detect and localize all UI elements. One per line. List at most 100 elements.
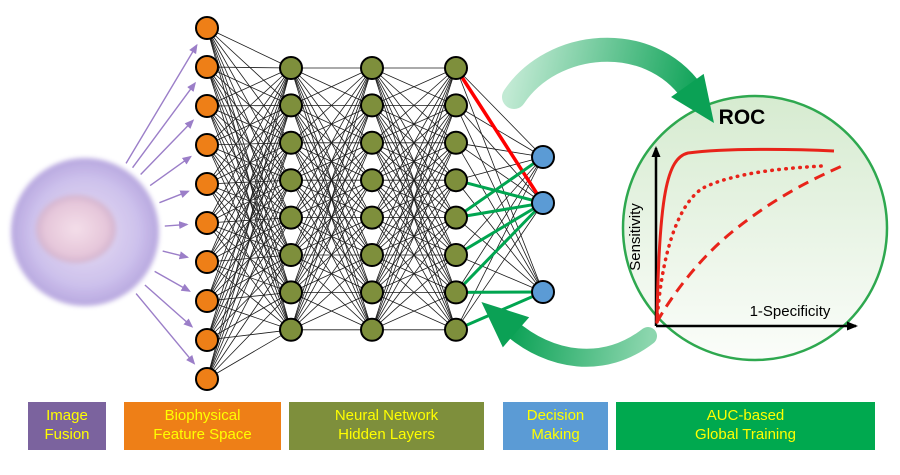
network-edge [455,67,544,293]
network-edges [206,27,544,380]
hidden-3-node [444,168,468,193]
network-edge [455,105,544,204]
hidden-1-layer-nodes [279,56,303,342]
fusion-arrow [162,250,190,260]
hidden-2-node [360,205,384,230]
weighted-edge [455,201,544,257]
network-edge [290,67,373,330]
network-edge [206,217,292,263]
network-edge [290,67,373,144]
hidden-1-node [279,130,303,155]
weighted-edge [455,155,544,219]
network-edge [206,67,292,341]
network-edge [455,142,544,158]
input-node [195,133,219,157]
network-edge [455,156,544,256]
weighted-edge [454,201,545,294]
input-layer-nodes [195,16,219,391]
network-edge [206,67,292,185]
legend-label-line: Feature Space [153,426,252,443]
network-edge [206,105,292,181]
network-edge [455,156,544,181]
hidden-1-node [279,280,303,305]
hidden-3-node [444,130,468,155]
fusion-arrow [159,190,190,204]
fusion-arrow [140,119,195,176]
network-edge [206,67,292,302]
hidden-1-node [279,243,303,267]
network-edge [206,105,292,218]
network-edge [206,144,292,256]
network-edge [206,27,292,69]
network-edge [206,27,292,218]
network-edge [206,217,292,380]
legend-biophysical-feature-space: Biophysical Feature Space [124,402,281,450]
network-edge [290,67,373,293]
legend-label-line: Decision [526,407,585,425]
roc-curve-dotted [655,164,824,324]
network-edge [206,183,292,218]
hidden-2-node [360,317,384,342]
network-edge [206,329,292,380]
fusion-arrow [149,155,192,187]
network-edge [371,67,457,330]
hidden-3-node [444,205,468,230]
network-edge [206,179,292,224]
network-edge [206,144,292,330]
network-edge [290,254,373,331]
network-edge [206,66,292,218]
arrow-network-to-roc [502,37,715,123]
network-edge [290,67,373,106]
network-edge [206,222,292,256]
roc-title: ROC [719,106,766,129]
network-edge [371,105,457,330]
hidden-1-node [279,168,303,193]
hidden-1-node [279,56,303,80]
hidden-3-node [444,280,468,305]
network-edge [290,67,373,256]
input-node [195,211,219,235]
neural-network [125,16,555,391]
network-edge [371,142,457,330]
input-node [195,55,219,79]
network-edge [455,142,544,204]
legend-label-line: Making [531,426,580,443]
network-edge [206,66,292,144]
network-edge [455,142,544,293]
training-feedback-arrows [481,37,715,367]
network-edge [206,254,292,380]
cell-nucleus [36,195,116,263]
network-edge [290,67,373,181]
legend-decision-making: Decision Making [503,402,608,450]
hidden-3-layer-nodes [444,56,468,342]
network-edge [455,156,544,293]
hidden-1-node [279,205,303,230]
hidden-3-node [444,243,468,267]
legend-label-line: AUC-based [706,407,785,425]
hidden-3-node [444,317,468,342]
network-edge [206,144,292,218]
fusion-arrow [164,221,189,230]
network-edge [206,142,292,380]
network-edge [206,217,292,224]
input-node [195,250,219,274]
input-node [195,328,219,352]
input-node [195,172,219,196]
input-node [195,94,219,118]
network-edge [206,222,292,293]
input-node [195,367,219,391]
network-edge [455,105,544,158]
legend-image-fusion: Image Fusion [28,402,106,450]
cell-image [11,158,159,306]
hidden-2-node [360,93,384,118]
network-edge [206,261,292,331]
hidden-2-node [360,280,384,305]
network-edge [371,254,457,331]
roc-curve-dashed [655,164,843,323]
legend-neural-network-hidden-layers: Neural Network Hidden Layers [289,402,484,450]
network-edge [206,105,292,107]
network-edge [206,67,292,146]
roc-x-axis-label: 1-Specificity [750,303,831,320]
network-edge [290,105,373,330]
